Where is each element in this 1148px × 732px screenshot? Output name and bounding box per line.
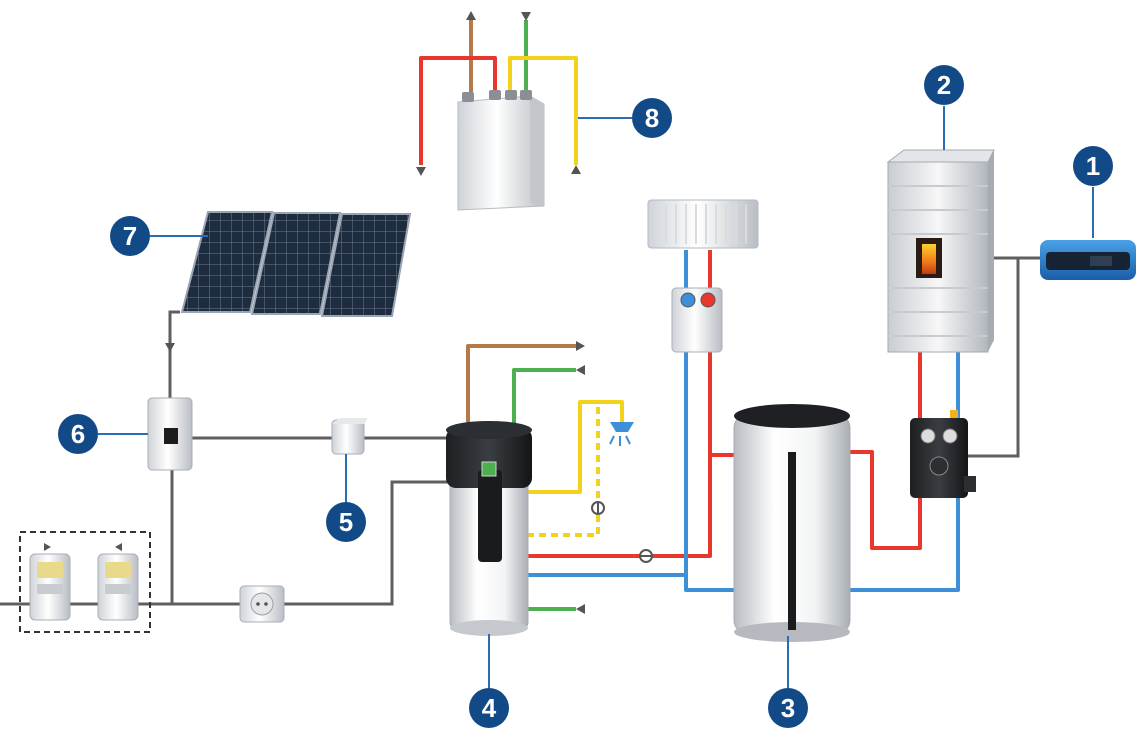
pipe-yellow-shower (527, 400, 624, 494)
svg-text:7: 7 (123, 221, 137, 251)
arrow-red-down (416, 167, 426, 176)
callout-badge-4: 4 (469, 688, 509, 728)
pipe-blue-radiator (684, 250, 742, 592)
meter-enclosure (19, 531, 151, 633)
pipes (419, 20, 960, 611)
pellet-boiler (886, 149, 995, 353)
cable-control-to-pump (968, 258, 1020, 458)
callout-leaders (98, 106, 1094, 688)
pipe-brown-heatpump (466, 344, 576, 430)
buffer-storage-tank (733, 404, 851, 642)
callout-badge-3: 3 (768, 688, 808, 728)
svg-text:4: 4 (482, 693, 497, 723)
power-socket (239, 585, 285, 623)
cable-mains-line (0, 480, 450, 606)
callout-badge-2: 2 (924, 65, 964, 105)
pipe-green-heatpump (512, 368, 576, 430)
arrow-green-left (576, 365, 585, 375)
callout-badge-5: 5 (326, 502, 366, 542)
svg-text:1: 1 (1086, 151, 1100, 181)
junction-box (331, 418, 368, 455)
svg-text:3: 3 (781, 693, 795, 723)
svg-text:2: 2 (937, 70, 951, 100)
arrow-pv-down (165, 343, 175, 352)
electric-cables (0, 256, 1040, 606)
wall-heat-exchanger (457, 90, 545, 211)
pipe-red-heatpump (527, 455, 712, 558)
arrow-meter-1 (44, 543, 51, 551)
arrow-brown-top (466, 11, 476, 20)
pipe-yellow-exchanger (508, 56, 578, 165)
arrow-yellow-up (571, 165, 581, 174)
boiler-pump-group (910, 410, 976, 498)
pipe-yellow-dashed (527, 402, 600, 537)
arrow-brown-right (576, 341, 585, 351)
radiator (647, 199, 759, 249)
valves (591, 501, 653, 563)
pump-station (671, 287, 723, 353)
svg-text:6: 6 (71, 419, 85, 449)
svg-text:8: 8 (645, 103, 659, 133)
callout-badge-1: 1 (1073, 146, 1113, 186)
callout-badge-7: 7 (110, 216, 150, 256)
pipe-blue-heatpump (527, 573, 688, 590)
callout-badge-8: 8 (632, 98, 672, 138)
shower-head (609, 422, 634, 446)
arrow-green-top (521, 12, 531, 21)
photovoltaic-panels (180, 211, 412, 317)
control-module (1040, 240, 1136, 280)
heat-pump-water-heater (446, 421, 532, 636)
callout-badge-6: 6 (58, 414, 98, 454)
pipe-red-exchanger (419, 56, 497, 165)
flow-arrows (44, 11, 585, 614)
cable-pv-to-inverter (168, 310, 180, 400)
arrow-green-bottom-left (576, 604, 585, 614)
svg-text:5: 5 (339, 507, 353, 537)
pipe-red-boiler-out (848, 450, 922, 550)
solar-inverter (147, 397, 193, 471)
arrow-meter-2 (115, 543, 122, 551)
pipe-blue-boiler-return (850, 498, 960, 592)
electricity-meters (19, 531, 151, 633)
